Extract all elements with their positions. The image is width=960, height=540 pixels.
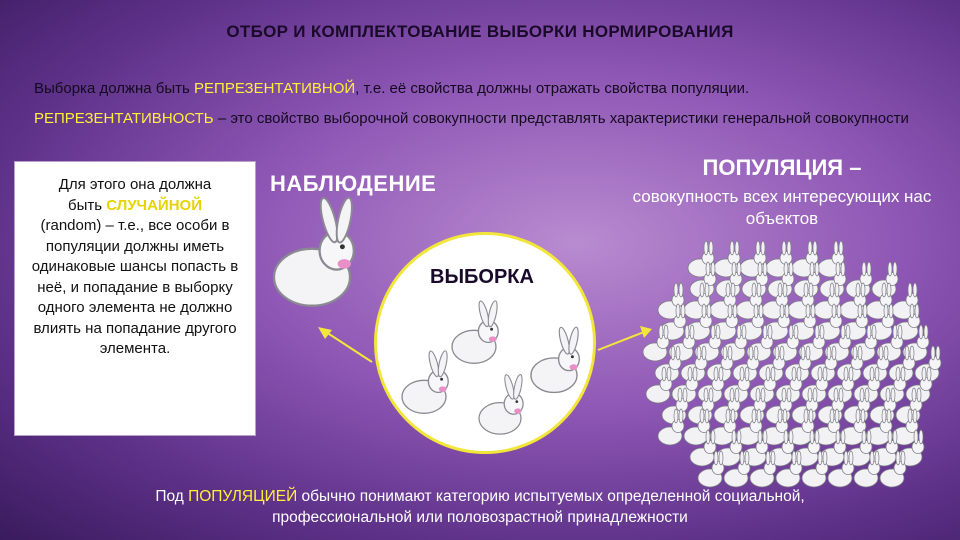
text-part: Выборка должна быть (34, 80, 195, 97)
box-line: Для этого она должна (58, 176, 212, 193)
highlight-population: ПОПУЛЯЦИЕЙ (188, 488, 298, 505)
text-part: обычно понимают категорию испытуемых опр… (272, 488, 805, 526)
rabbit-icon (272, 195, 357, 307)
population-herd (642, 240, 942, 488)
highlight-random: СЛУЧАЙНОЙ (106, 196, 202, 214)
observation-label: НАБЛЮДЕНИЕ (270, 171, 437, 196)
population-title: ПОПУЛЯЦИЯ – (702, 155, 862, 180)
text-part: – это свойство выборочной совокупности п… (213, 110, 909, 127)
text-part: Под (155, 488, 189, 505)
random-sample-box: Для этого она должна быть СЛУЧАЙНОЙ (ran… (14, 161, 256, 436)
text-part: , т.е. её свойства должны отражать свойс… (355, 80, 750, 97)
highlight-representative: РЕПРЕЗЕНТАТИВНОЙ (194, 80, 356, 97)
representativeness-definition: РЕПРЕЗЕНТАТИВНОСТЬ – это свойство выборо… (34, 108, 946, 129)
box-line: быть СЛУЧАЙНОЙ (23, 196, 247, 217)
box-text: быть (68, 196, 107, 214)
representative-sentence: Выборка должна быть РЕПРЕЗЕНТАТИВНОЙ, т.… (34, 80, 934, 97)
slide-title: ОТБОР И КОМПЛЕКТОВАНИЕ ВЫБОРКИ НОРМИРОВА… (226, 22, 734, 41)
rabbit-icon (451, 299, 500, 364)
population-note: Под ПОПУЛЯЦИЕЙ обычно понимают категорию… (100, 486, 860, 528)
population-description: совокупность всех интересующих нас объек… (632, 187, 932, 228)
arrow-right-icon (597, 326, 652, 351)
rabbit-icon (530, 325, 581, 394)
box-text: (random) – т.е., все особи в популяции д… (31, 217, 239, 357)
rabbit-icon (401, 349, 450, 414)
highlight-representativeness: РЕПРЕЗЕНТАТИВНОСТЬ (34, 110, 214, 127)
rabbit-icon (478, 373, 525, 435)
sample-label: ВЫБОРКА (430, 266, 534, 288)
arrow-left-icon (318, 327, 373, 363)
